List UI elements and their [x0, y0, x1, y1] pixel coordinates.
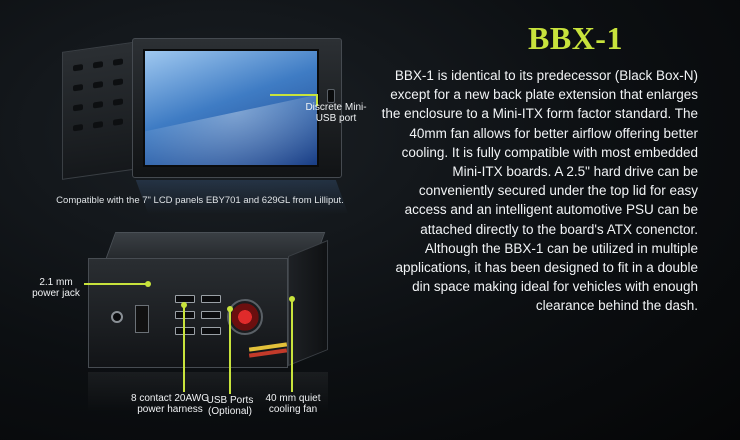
power-jack-callout: 2.1 mm power jack [32, 277, 80, 299]
cooling-fan-callout-line [291, 300, 293, 392]
chassis-side-panel [288, 239, 328, 367]
cooling-fan-icon [227, 299, 263, 335]
power-harness-icon [135, 305, 149, 333]
usb-ports-callout-line [229, 310, 231, 394]
chassis-reflection [88, 372, 328, 412]
mini-usb-callout: Discrete Mini-USB port [305, 102, 367, 124]
power-harness-callout-line [183, 306, 185, 392]
product-description: BBX-1 is identical to its predecessor (B… [381, 68, 698, 314]
chassis-front-panel [88, 258, 288, 368]
power-harness-callout-dot [181, 302, 187, 308]
product-title: BBX-1 [528, 20, 623, 56]
usb-port-icon [175, 327, 195, 335]
lcd-compatibility-caption: Compatible with the 7" LCD panels EBY701… [56, 195, 344, 206]
cooling-fan-callout-dot [289, 296, 295, 302]
mini-usb-callout-line [270, 94, 316, 96]
lcd-front-bezel [132, 38, 342, 178]
chassis-product-image [88, 232, 328, 412]
power-jack-icon [111, 311, 123, 323]
usb-ports-callout-dot [227, 306, 233, 312]
usb-port-icon [201, 295, 221, 303]
lcd-product-image [62, 34, 349, 214]
usb-ports-callout: USB Ports (Optional) [206, 395, 254, 417]
power-jack-callout-line [84, 283, 148, 285]
usb-port-icon [201, 311, 221, 319]
mini-usb-port-icon [327, 89, 335, 103]
power-harness-callout: 8 contact 20AWG power harness [131, 393, 209, 415]
power-jack-callout-dot [145, 281, 151, 287]
mini-usb-callout-line-vertical [316, 94, 318, 106]
usb-port-icon [201, 327, 221, 335]
lcd-screen [143, 49, 319, 167]
cooling-fan-callout: 40 mm quiet cooling fan [265, 393, 321, 415]
usb-port-icon [175, 311, 195, 319]
